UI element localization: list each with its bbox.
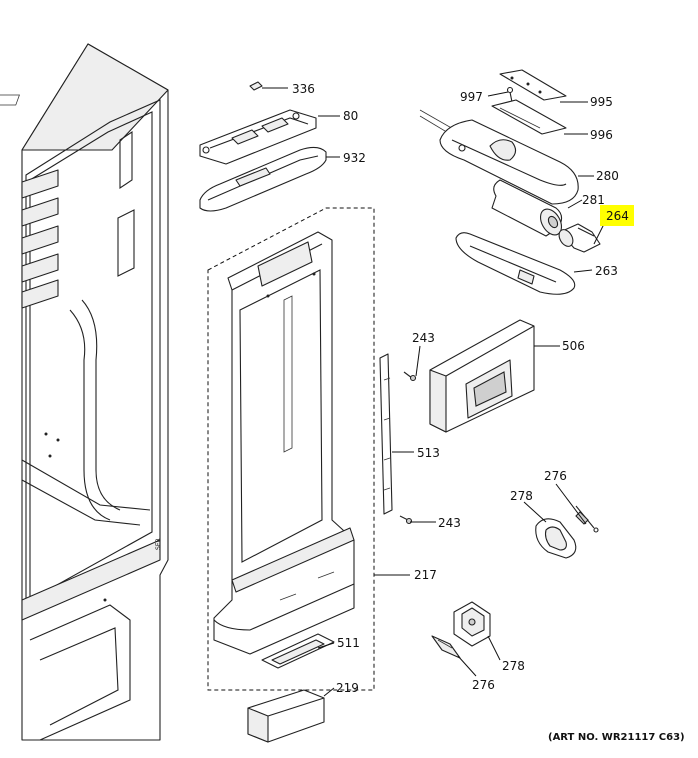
callout-276-lower: 276: [472, 678, 495, 692]
part-932: [199, 146, 327, 212]
callout-80: 80: [343, 109, 358, 123]
callout-264: 264: [606, 209, 629, 223]
callout-276-upper: 276: [544, 469, 567, 483]
callout-513: 513: [417, 446, 440, 460]
callout-219: 219: [336, 681, 359, 695]
part-513: [379, 353, 393, 515]
callout-506: 506: [562, 339, 585, 353]
callout-932: 932: [343, 151, 366, 165]
part-281: [491, 179, 563, 237]
callout-995: 995: [590, 95, 613, 109]
part-997: [506, 86, 514, 103]
part-276-lower: [431, 635, 461, 659]
refrigerator-cabinet: SER: [0, 43, 169, 741]
part-278-upper: [535, 518, 577, 559]
callout-217: 217: [414, 568, 437, 582]
part-336: [249, 81, 263, 91]
part-511: [261, 633, 335, 669]
part-276-upper: [575, 505, 599, 533]
callout-263: 263: [595, 264, 618, 278]
callout-336: 336: [292, 82, 315, 96]
part-995: [499, 69, 567, 101]
callout-280: 280: [596, 169, 619, 183]
callout-996: 996: [590, 128, 613, 142]
part-280: [419, 109, 579, 205]
callout-281: 281: [582, 193, 605, 207]
callout-997: 997: [460, 90, 483, 104]
part-263: [455, 232, 576, 295]
callout-243-lower: 243: [438, 516, 461, 530]
part-996: [491, 99, 567, 135]
part-80: [199, 109, 317, 165]
part-243-lower: [399, 515, 413, 525]
callout-278-upper: 278: [510, 489, 533, 503]
leader-lines: [262, 87, 605, 697]
callout-278-lower: 278: [502, 659, 525, 673]
highlight-264: [600, 205, 634, 226]
part-217: [213, 231, 355, 655]
part-243-upper: [403, 371, 417, 382]
part-219: [247, 689, 325, 743]
art-number: (ART NO. WR21117 C63): [548, 732, 685, 743]
callout-511: 511: [337, 636, 360, 650]
callout-243-upper: 243: [412, 331, 435, 345]
part-506: [429, 319, 535, 433]
part-278-lower: [453, 601, 491, 647]
part-264: [558, 223, 601, 253]
svg-text:SER: SER: [155, 538, 162, 550]
assembly-boundary: [207, 207, 375, 691]
